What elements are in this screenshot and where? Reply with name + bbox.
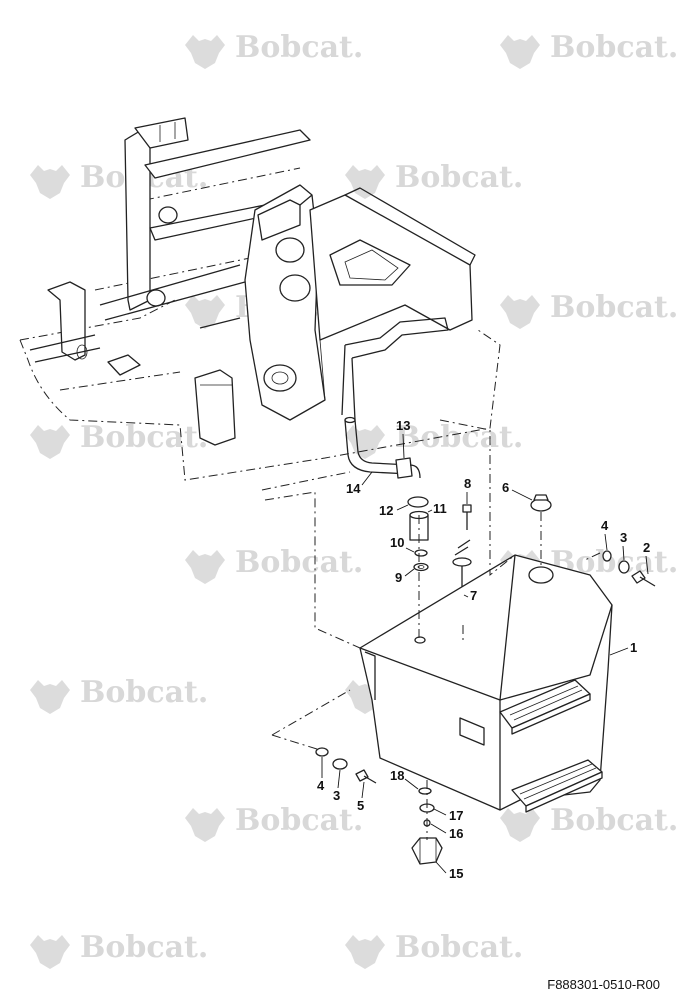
callout-number: 7 [470, 588, 477, 603]
bobcat-logo-icon [30, 680, 70, 714]
watermark-text: Bobcat. [80, 930, 208, 965]
callout-leader-line [511, 489, 533, 501]
bobcat-watermark: Bobcat. [185, 803, 363, 842]
callout-number: 6 [502, 480, 509, 495]
fuel-tank [359, 554, 613, 813]
callout-number: 1 [630, 640, 637, 655]
bobcat-logo-icon [500, 295, 540, 329]
bobcat-logo-icon [500, 35, 540, 69]
callout-number: 16 [449, 826, 463, 841]
callout-number: 18 [390, 768, 404, 783]
callout-leader-line [337, 769, 341, 789]
bobcat-watermark: Bobcat. [500, 30, 678, 69]
callout-leader-line [609, 647, 629, 656]
callout-number: 17 [449, 808, 463, 823]
callout-leader-line [645, 555, 649, 575]
bobcat-logo-icon [185, 35, 225, 69]
callout-number: 12 [379, 503, 393, 518]
callout-number: 3 [620, 530, 627, 545]
callout-number: 11 [433, 501, 447, 516]
callout-number: 4 [317, 778, 325, 793]
callout-number: 4 [601, 518, 609, 533]
drawing-code: F888301-0510-R00 [547, 977, 660, 992]
bobcat-watermark: Bobcat. [345, 930, 523, 969]
bobcat-watermark: Bobcat. [185, 545, 363, 584]
callout-leader-line [427, 509, 433, 513]
bobcat-watermark: Bobcat. [345, 160, 523, 199]
callout-leader-line [622, 545, 625, 561]
watermark-text: Bobcat. [235, 803, 363, 838]
bobcat-watermark: Bobcat. [500, 803, 678, 842]
watermark-text: Bobcat. [395, 420, 523, 455]
watermark-text: Bobcat. [550, 30, 678, 65]
callout-leader-line [396, 504, 409, 511]
watermark-text: Bobcat. [395, 160, 523, 195]
callout-number: 9 [395, 570, 402, 585]
callout-leader-line [430, 823, 447, 834]
watermark-text: Bobcat. [235, 30, 363, 65]
callout-leader-line [604, 533, 608, 551]
watermark-text: Bobcat. [550, 803, 678, 838]
bobcat-logo-icon [30, 935, 70, 969]
bobcat-watermark: Bobcat. [30, 930, 208, 969]
bobcat-logo-icon [30, 165, 70, 199]
assembly-lines [261, 419, 601, 840]
machine-frame [19, 117, 501, 481]
callout-leader-line [463, 594, 469, 598]
bobcat-watermark: Bobcat. [500, 290, 678, 329]
callout-leader-line [402, 433, 405, 459]
bobcat-watermark: Bobcat. [185, 30, 363, 69]
bobcat-logo-icon [30, 425, 70, 459]
bobcat-logo-icon [345, 165, 385, 199]
fuel-parts [315, 416, 656, 865]
bobcat-logo-icon [345, 425, 385, 459]
watermark-text: Bobcat. [80, 420, 208, 455]
watermark-text: Bobcat. [550, 290, 678, 325]
watermark-text: Bobcat. [80, 675, 208, 710]
bobcat-watermark: Bobcat. [30, 420, 208, 459]
callout-leader-line [361, 471, 373, 486]
callout-leader-line [361, 781, 365, 799]
callout-number: 10 [390, 535, 404, 550]
callout-leader-line [404, 778, 419, 790]
callout-leader-line [433, 808, 447, 816]
bobcat-logo-icon [185, 295, 225, 329]
bobcat-logo-icon [500, 808, 540, 842]
bobcat-watermark: Bobcat. [30, 675, 208, 714]
bobcat-watermark: Bobcat. [345, 420, 523, 459]
callout-number: 14 [346, 481, 361, 496]
watermark-text: Bobcat. [235, 545, 363, 580]
bobcat-logo-icon [345, 935, 385, 969]
watermark-text: Bobcat. [395, 930, 523, 965]
callout-leader-line [435, 861, 447, 874]
callout-number: 5 [357, 798, 364, 813]
bobcat-logo-icon [185, 808, 225, 842]
callout-number: 13 [396, 418, 410, 433]
callout-leader-line [404, 568, 415, 577]
callout-number: 3 [333, 788, 340, 803]
callout-number: 2 [643, 540, 650, 555]
callout-number: 8 [464, 476, 471, 491]
callout-number: 15 [449, 866, 463, 881]
bobcat-logo-icon [185, 550, 225, 584]
callout-leader-line [405, 547, 415, 553]
